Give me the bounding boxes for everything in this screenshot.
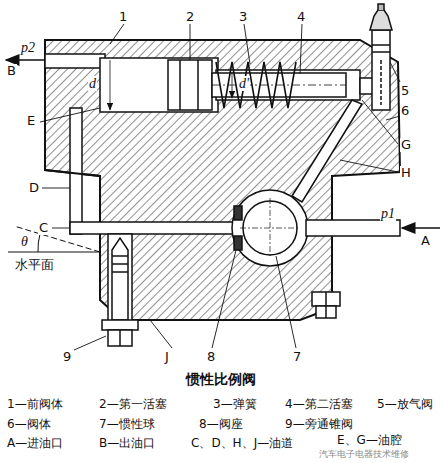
horizon-label: 水平面 [14, 258, 55, 272]
legend-line: 8—阀座 [198, 418, 244, 431]
port-letter: B [6, 64, 17, 78]
legend-line: A—进油口 [6, 437, 64, 450]
callout-number: 4 [296, 10, 306, 24]
legend-line: B—出油口 [98, 437, 156, 450]
legend-line: E、G—油腔 [336, 434, 403, 447]
port-letter: D [28, 181, 40, 195]
port-letter: A [420, 234, 431, 248]
legend-line: 3—弹簧 [212, 398, 258, 411]
legend-line: 5—放气阀 [376, 398, 434, 411]
port-letter: C [38, 221, 49, 235]
dimension-symbol: d [88, 76, 97, 91]
callout-number: 2 [185, 10, 195, 24]
legend-line: 4—第二活塞 [284, 398, 354, 411]
callout-number: 6 [400, 104, 410, 118]
pressure-symbol: p1 [380, 206, 396, 221]
legend-line: 7—惯性球 [98, 418, 156, 431]
legend-line: 2—第一活塞 [98, 398, 168, 411]
legend-line: 9—旁通锥阀 [284, 418, 354, 431]
port-letter: G [400, 138, 412, 152]
watermark: 汽车电子电器技术维修 [318, 450, 410, 460]
callout-number: 8 [206, 350, 216, 364]
callout-number: 9 [62, 350, 72, 364]
callout-number: 1 [118, 10, 128, 24]
figure-caption: 惯性比例阀 [185, 372, 257, 387]
legend-line: 1—前阀体 [6, 398, 64, 411]
legend-line: 6—阀体 [6, 418, 52, 431]
callout-number: 3 [238, 10, 248, 24]
dimension-symbol: d' [238, 76, 250, 91]
angle-symbol: θ [20, 234, 29, 249]
callout-number: 5 [400, 84, 410, 98]
callout-number: 7 [292, 350, 302, 364]
pressure-symbol: p2 [20, 40, 36, 55]
port-letter: E [26, 114, 36, 128]
port-letter: H [400, 166, 412, 180]
legend-line: C、D、H、J—油道 [190, 437, 294, 450]
port-letter: J [164, 350, 170, 364]
